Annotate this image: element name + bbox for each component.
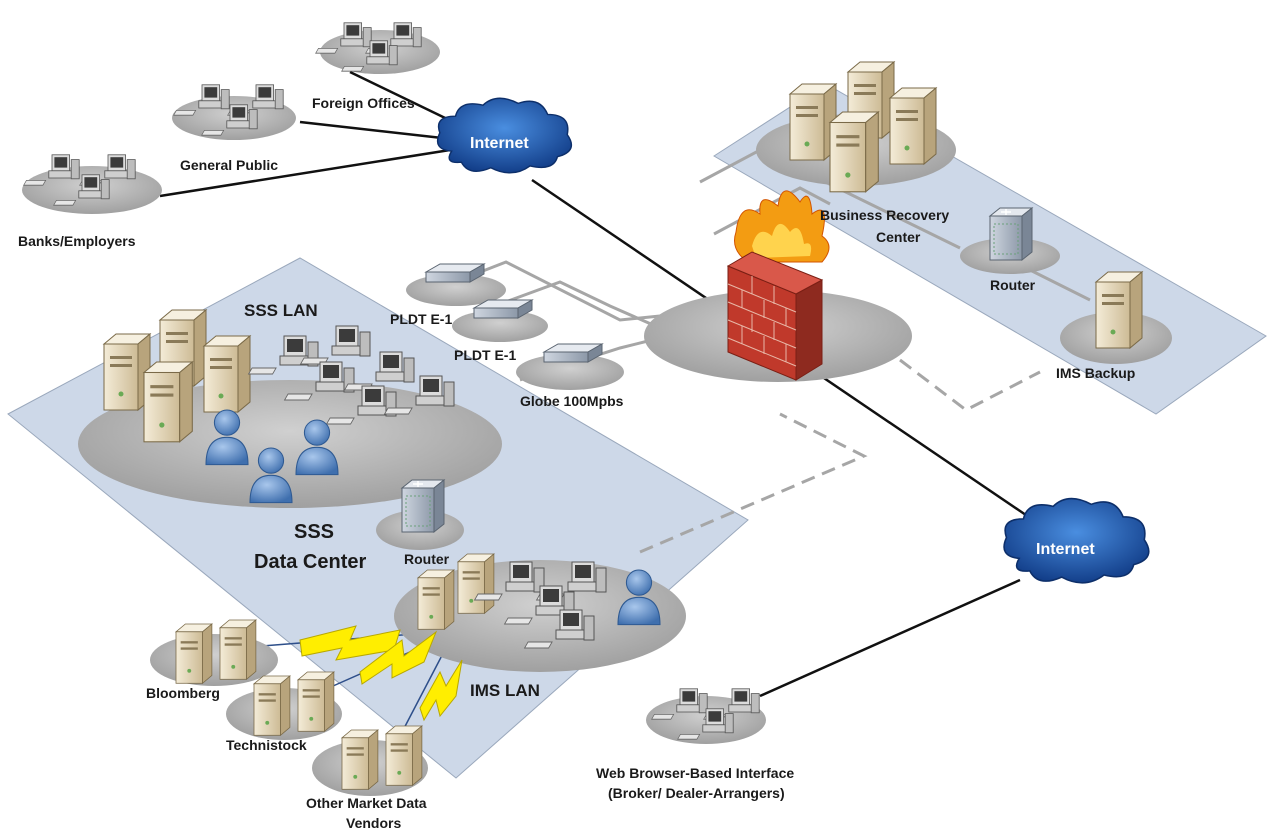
router-brc-label: Router [990,277,1036,293]
lightning-bolt-icon [359,630,438,685]
pldt-2-label: PLDT E-1 [454,347,516,363]
server-icon [103,333,151,411]
other-vendors-label-2: Vendors [346,815,401,831]
pldt-1-label: PLDT E-1 [390,311,452,327]
business-recovery-label-1: Business Recovery [820,207,949,223]
banks-employers-label: Banks/Employers [18,233,136,249]
server-icon [889,87,937,165]
lightning-bolt-icon [419,659,463,722]
other-vendors-label-1: Other Market Data [306,795,427,811]
internet-right-label: Internet [1036,541,1095,558]
sss-lan-label: SSS LAN [244,301,318,320]
link-internet-webbrowser [759,578,1021,698]
link-public-internet [299,120,461,142]
web-browser-label-1: Web Browser-Based Interface [596,765,794,781]
link-backup-dashed [899,358,1041,412]
server-icon [789,83,837,161]
server-icon [297,671,335,732]
ims-backup-label: IMS Backup [1056,365,1135,381]
server-icon [219,619,257,680]
server-icon [175,623,213,684]
server-icon [829,111,879,193]
firewall-icon [726,190,830,381]
link-dc-dashed [639,412,868,554]
link-router-imsbackup [1029,268,1091,302]
router-dc-icon [401,479,445,533]
globe-label: Globe 100Mpbs [520,393,624,409]
modem-pldt2-icon [473,299,533,319]
technistock-label: Technistock [226,737,307,753]
platform-bloomberg [150,634,278,686]
server-icon [203,335,251,413]
platform-globe [516,354,624,390]
router-dc-label: Router [404,551,450,567]
ims-lan-label: IMS LAN [470,681,540,700]
modem-globe-icon [543,343,603,363]
sss-data-center-label-1: SSS [294,521,334,543]
server-icon [417,569,455,630]
server-icon [143,361,193,443]
sss-data-center-label-2: Data Center [254,551,366,573]
server-icon [385,725,423,786]
link-modem2-firewall [499,280,661,330]
server-icon [341,729,379,790]
bloomberg-label: Bloomberg [146,685,220,701]
modem-pldt1-icon [425,263,485,283]
foreign-offices-label: Foreign Offices [312,95,415,111]
router-brc-icon [989,207,1033,261]
link-banks-internet [159,148,451,198]
internet-top-label: Internet [470,135,529,152]
web-browser-label-2: (Broker/ Dealer-Arrangers) [608,785,785,801]
ims-backup-server-icon [1095,271,1143,349]
general-public-label: General Public [180,157,278,173]
server-icon [457,553,495,614]
business-recovery-label-2: Center [876,229,921,245]
server-icon [253,675,291,736]
